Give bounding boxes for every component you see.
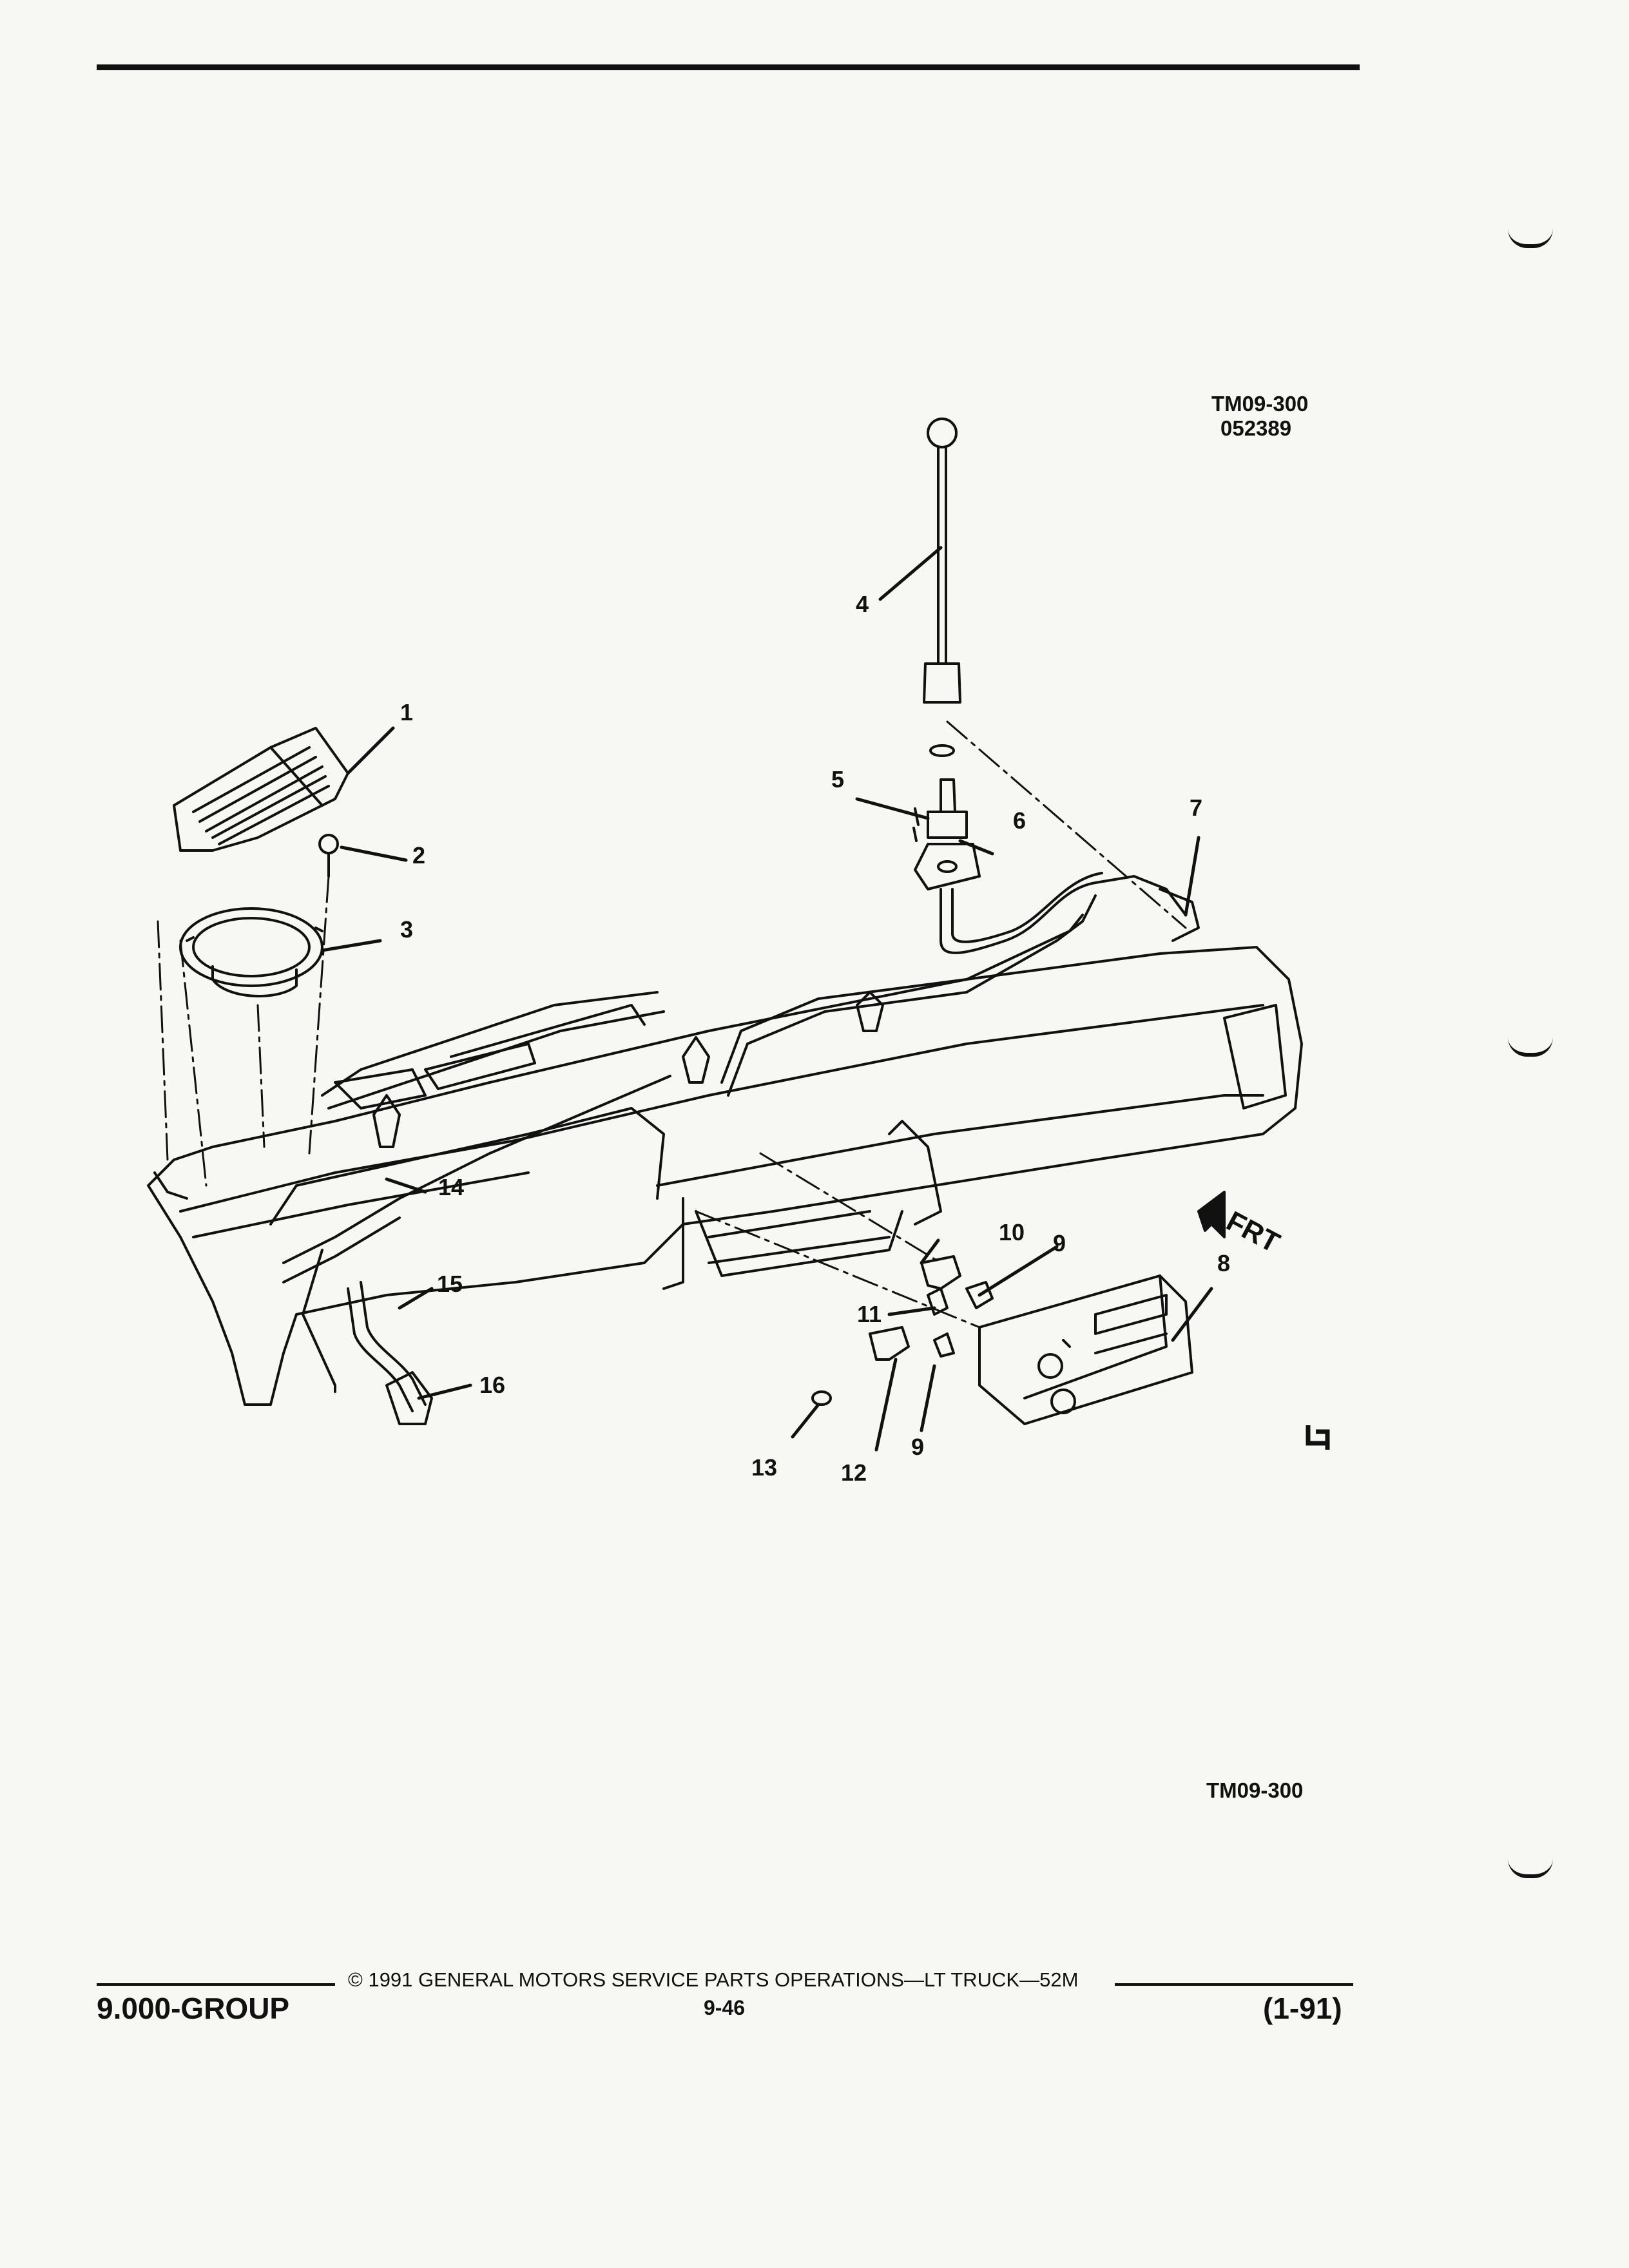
publisher-logo-mark — [1306, 1425, 1330, 1450]
callout-8: 8 — [1217, 1250, 1230, 1276]
binder-hole-mark — [1508, 1859, 1553, 1878]
footer-copyright: © 1991 GENERAL MOTORS SERVICE PARTS OPER… — [348, 1968, 1079, 1991]
callout-7: 7 — [1190, 794, 1202, 821]
callout-9-upper: 9 — [1053, 1230, 1066, 1256]
callout-16: 16 — [479, 1372, 505, 1398]
top-rule — [97, 64, 1360, 70]
radio-bracket-hardware — [811, 1255, 994, 1406]
instrument-panel — [147, 946, 1303, 1406]
footer-rule-right — [1115, 1983, 1353, 1986]
antenna-cable — [720, 872, 1200, 1097]
footer-group: 9.000-GROUP — [97, 1992, 290, 2025]
binder-hole-mark — [1508, 229, 1553, 248]
callout-1: 1 — [400, 699, 413, 726]
footer-page-number: 9-46 — [704, 1996, 746, 2019]
front-direction-arrow — [1197, 1191, 1226, 1238]
speaker-harness — [282, 1075, 671, 1425]
drawing-id-block: TM09-300 052389 — [1211, 392, 1308, 441]
footer-rule-left — [97, 1983, 335, 1986]
radio-receiver — [978, 1274, 1193, 1425]
callout-5: 5 — [831, 766, 844, 793]
footer-revision-date: (1-91) — [1263, 1992, 1342, 2025]
callout-10: 10 — [999, 1219, 1025, 1245]
callout-14: 14 — [438, 1174, 464, 1200]
speaker-screw — [318, 834, 339, 878]
antenna-mast — [923, 418, 961, 757]
callout-2: 2 — [412, 842, 425, 869]
callout-13: 13 — [751, 1454, 777, 1481]
callout-11: 11 — [857, 1301, 882, 1327]
speaker-grille — [173, 727, 349, 852]
drawing-date-code: 052389 — [1220, 416, 1292, 440]
drawing-id-bottom: TM09-300 — [1206, 1778, 1304, 1802]
callout-6: 6 — [1013, 807, 1026, 834]
callout-3: 3 — [400, 916, 413, 943]
callout-15: 15 — [437, 1271, 463, 1297]
harness-clip — [372, 991, 884, 1148]
alignment-lines — [157, 720, 1187, 1329]
callout-4: 4 — [856, 591, 869, 617]
callout-12: 12 — [841, 1459, 867, 1486]
leader-lines — [320, 546, 1213, 1452]
drawing-id-number: TM09-300 — [1211, 392, 1309, 416]
binder-hole-mark — [1508, 1037, 1553, 1057]
callout-numbers: 1 2 3 4 5 6 7 8 9 9 10 11 12 13 14 15 16… — [400, 591, 1285, 1486]
callout-9-lower: 9 — [911, 1434, 924, 1460]
front-direction-label: FRT — [1221, 1206, 1285, 1259]
antenna-base — [912, 778, 981, 890]
speaker — [179, 907, 323, 997]
